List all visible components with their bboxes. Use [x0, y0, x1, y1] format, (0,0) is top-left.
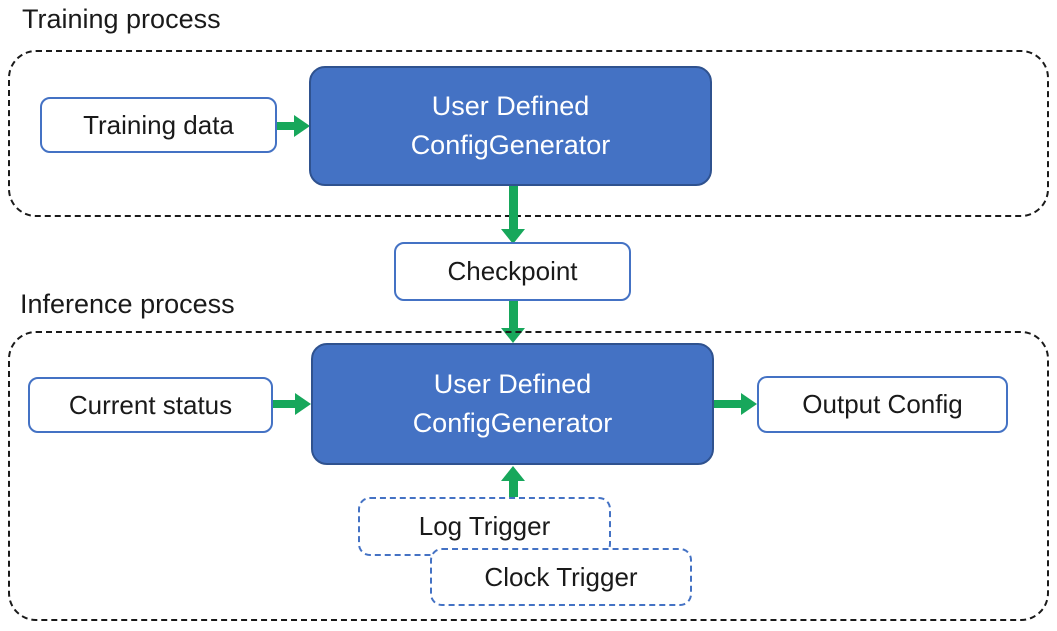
inference-config-generator-node: User Defined ConfigGenerator — [311, 343, 714, 465]
current-status-to-generator-arrow — [273, 392, 311, 416]
arrow-head — [741, 393, 757, 415]
generator-to-checkpoint-arrow — [500, 186, 526, 244]
arrow-shaft — [508, 301, 518, 328]
arrow-head — [501, 229, 525, 244]
arrow-shaft — [714, 400, 741, 408]
arrow-shaft — [508, 186, 518, 229]
generator-to-output-arrow — [714, 392, 757, 416]
arrow-head — [294, 115, 310, 137]
training-generator-line2: ConfigGenerator — [410, 130, 611, 160]
triggers-to-generator-arrow — [500, 466, 526, 497]
inference-generator-line2: ConfigGenerator — [412, 408, 613, 438]
checkpoint-box: Checkpoint — [394, 242, 631, 301]
current-status-box: Current status — [28, 377, 273, 433]
training-data-box: Training data — [40, 97, 277, 153]
inference-generator-line1: User Defined — [433, 368, 592, 399]
arrow-head — [295, 393, 311, 415]
inference-process-label: Inference process — [20, 289, 235, 319]
training-data-to-generator-arrow — [277, 114, 310, 138]
arrow-shaft — [273, 400, 295, 408]
arrow-head — [501, 466, 525, 481]
arrow-shaft — [277, 122, 294, 130]
output-config-box: Output Config — [757, 376, 1008, 433]
arrow-shaft — [508, 481, 518, 497]
training-config-generator-node: User Defined ConfigGenerator — [309, 66, 712, 186]
training-process-container — [8, 50, 1049, 217]
training-generator-line1: User Defined — [431, 90, 590, 121]
inference-process-container — [8, 331, 1049, 621]
training-process-label: Training process — [22, 4, 221, 34]
clock-trigger-box: Clock Trigger — [430, 548, 692, 606]
